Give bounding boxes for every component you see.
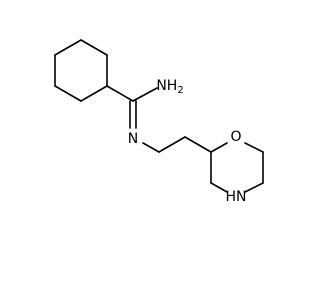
chain-bond <box>184 136 212 153</box>
amine-label: NH2 <box>156 78 183 96</box>
morpholine-nh-label: HN <box>226 189 247 205</box>
ring-bond <box>244 182 264 193</box>
n-chain-bond <box>142 142 160 153</box>
ring-bond <box>80 85 108 102</box>
ring-bond <box>210 182 228 193</box>
morpholine-ring <box>210 142 264 193</box>
chain-bond <box>158 136 186 153</box>
ring-bond <box>80 39 108 56</box>
molecule-structure: NH2 N O HN <box>54 39 264 205</box>
ring-bond <box>54 39 82 56</box>
c-nh2-bond <box>132 87 158 102</box>
ring-bond <box>244 142 264 153</box>
ring-bond <box>54 85 82 102</box>
ring-bond <box>210 142 228 153</box>
cyclohexane-ring <box>54 39 108 102</box>
imine-n-label: N <box>128 131 138 147</box>
ring-to-amidine-bond <box>106 85 134 102</box>
morpholine-o-label: O <box>230 129 241 145</box>
